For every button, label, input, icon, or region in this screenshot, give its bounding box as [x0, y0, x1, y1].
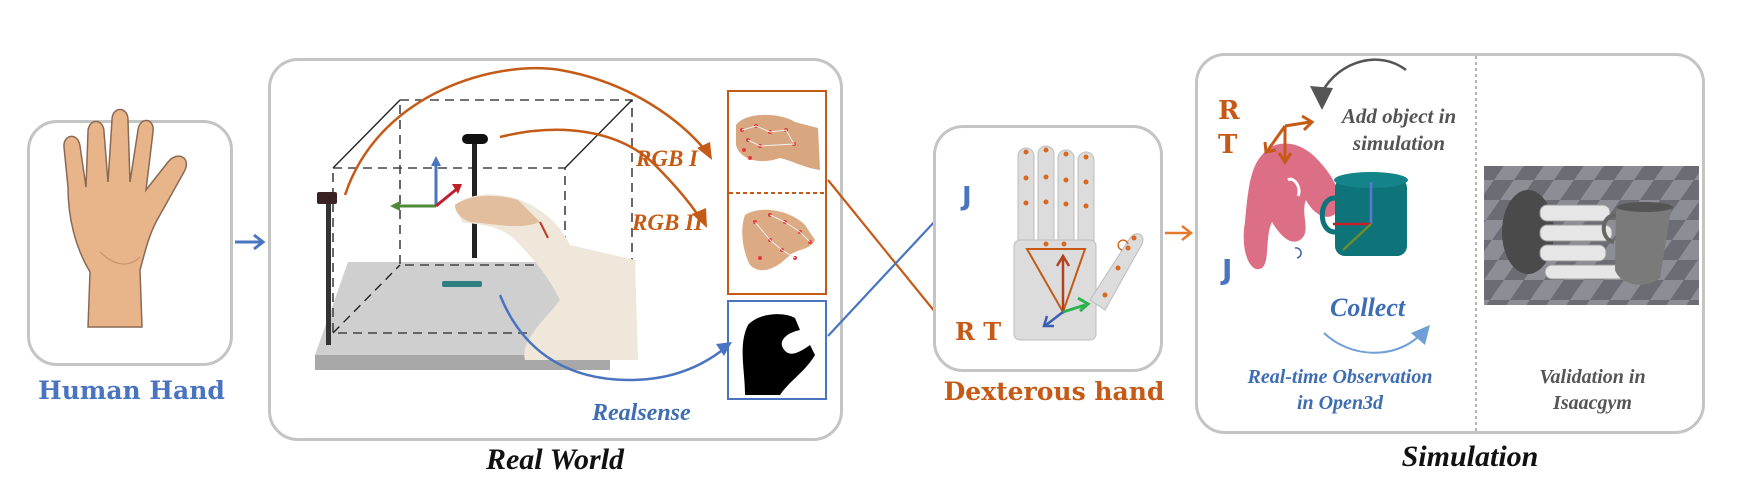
- open3d-observation-label: Real-time Observation in Open3d: [1205, 364, 1475, 416]
- observation-line2: in Open3d: [1296, 392, 1384, 414]
- sim-joint-label: J: [1222, 253, 1233, 286]
- simulation-caption: Simulation: [1401, 440, 1539, 473]
- rgb-views-frame: [727, 90, 827, 295]
- dexterous-hand-label: Dexterous hand: [943, 377, 1165, 406]
- realsense-label: Realsense: [592, 400, 691, 426]
- rgb2-label: RGB II: [632, 210, 703, 235]
- rgb1-label: RGB I: [636, 146, 698, 171]
- add-object-label: Add object in simulation: [1324, 103, 1474, 157]
- validation-line2: Isaacgym: [1553, 392, 1632, 414]
- real-world-caption: Real World: [485, 443, 625, 476]
- joint-input-label: J: [962, 182, 972, 212]
- realsense-depth-frame: [727, 300, 827, 400]
- sim-rot-label: R: [1218, 96, 1240, 126]
- sim-trans-label: T: [1218, 130, 1238, 160]
- observation-line1: Real-time Observation: [1247, 366, 1433, 388]
- validation-line1: Validation in: [1539, 366, 1646, 388]
- isaacgym-validation-label: Validation in Isaacgym: [1480, 364, 1705, 416]
- collect-label: Collect: [1330, 293, 1406, 322]
- rot-trans-input-label: R T: [955, 317, 1002, 346]
- add-object-line2: simulation: [1352, 131, 1446, 155]
- human-hand-label: Human Hand: [38, 376, 225, 405]
- add-object-line1: Add object in: [1341, 104, 1457, 128]
